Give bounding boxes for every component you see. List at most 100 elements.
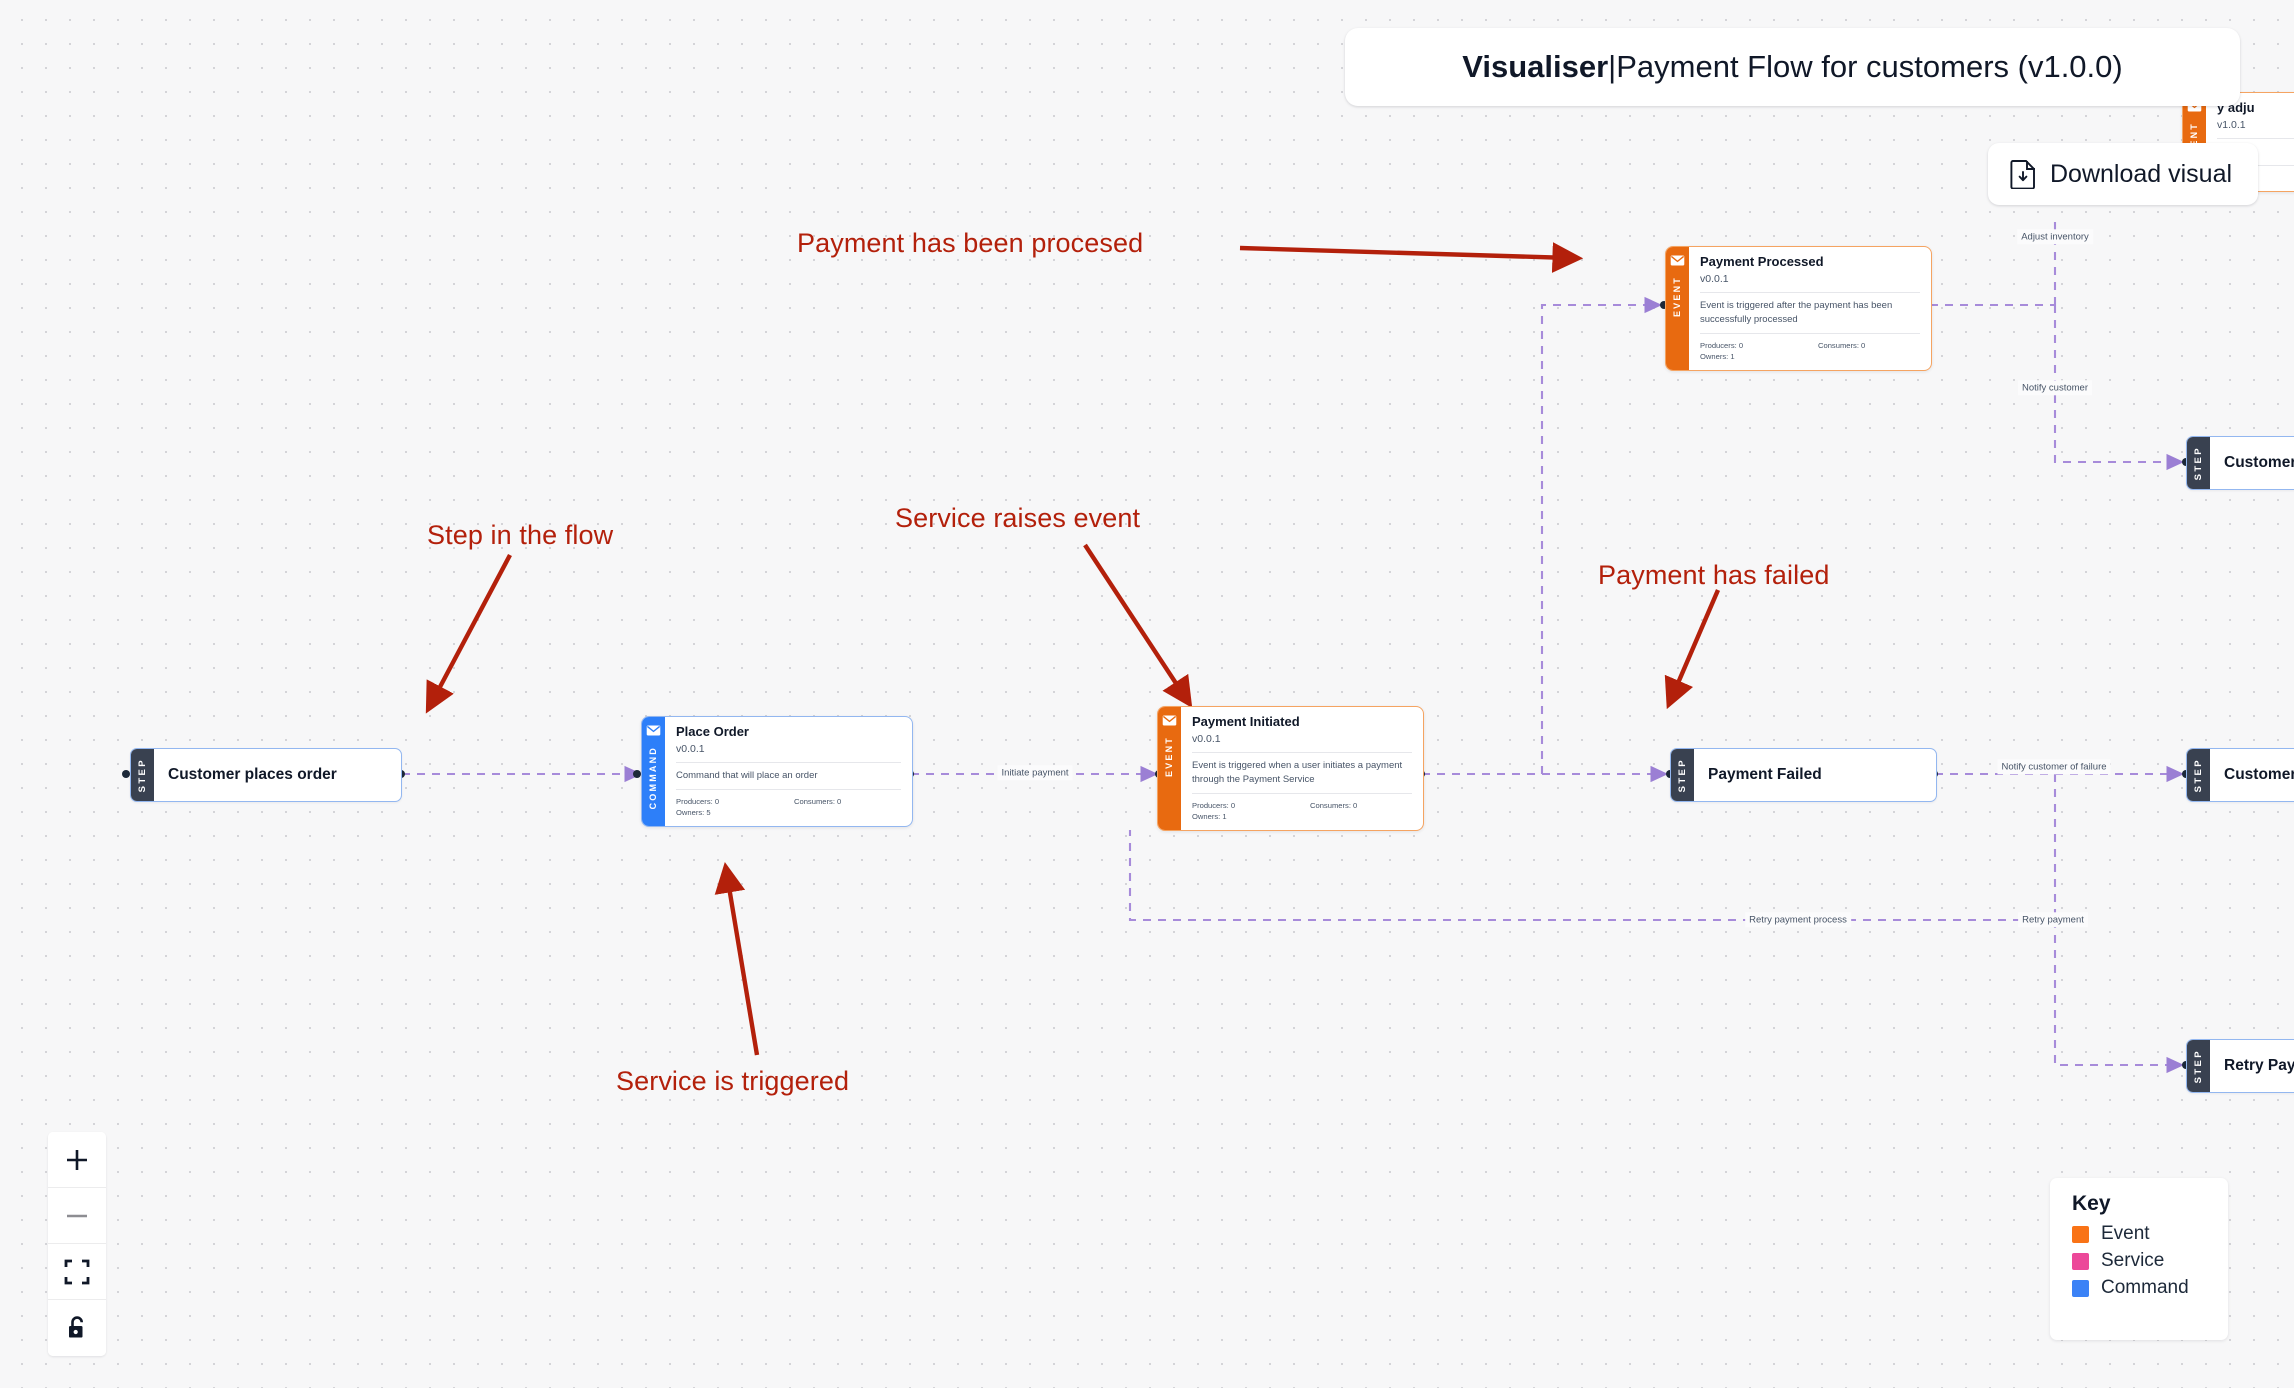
key-legend-card: Key Event Service Command (2050, 1178, 2228, 1340)
lock-toggle-button[interactable] (48, 1300, 106, 1356)
divider (1192, 751, 1412, 753)
annotation-service-is-triggered: Service is triggered (616, 1066, 850, 1096)
edge-label-retry-payment: Retry payment (2018, 912, 2088, 928)
key-item-command: Command (2072, 1277, 2228, 1299)
producers-count: Producers: 0 (1700, 341, 1744, 351)
divider (2217, 137, 2294, 139)
annotation-service-raises-event: Service raises event (895, 503, 1141, 533)
step-rail: STEP (1671, 749, 1694, 801)
command-meta-row: Producers: 0 Consumers: 0 (676, 796, 901, 807)
file-download-icon (2010, 160, 2035, 189)
owners-count: Owners: 1 (1192, 812, 1227, 822)
step-title: Customer No (2224, 766, 2294, 783)
step-title: Payment Failed (1708, 766, 1822, 783)
event-version: v0.0.1 (1700, 273, 1729, 286)
minus-icon (67, 1214, 87, 1217)
annotation-payment-has-been-procesed: Payment has been procesed (797, 228, 1144, 258)
envelope-icon (1670, 255, 1685, 266)
command-description: Command that will place an order (676, 769, 818, 781)
node-step-customer-notified-top[interactable]: STEP Customer No (2186, 436, 2294, 490)
step-rail: STEP (2187, 1040, 2210, 1092)
step-rail-label: STEP (2192, 445, 2204, 481)
node-command-place-order[interactable]: COMMAND Place Order v0.0.1 Command that … (641, 716, 913, 828)
event-version: v1.0.1 (2217, 119, 2246, 132)
node-step-customer-notified-mid[interactable]: STEP Customer No (2186, 748, 2294, 802)
event-name: Payment Initiated (1192, 714, 1300, 729)
event-description: Event is triggered when a user initiates… (1192, 759, 1403, 786)
edge-label-notify-customer-of-failure: Notify customer of failure (1997, 759, 2111, 775)
edge-label-initiate-payment: Initiate payment (997, 765, 1073, 781)
producers-count: Producers: 0 (676, 797, 720, 807)
divider (1700, 333, 1920, 335)
event-meta-row: Producers: 0 Consumers: 0 (1700, 340, 1920, 351)
annotation-step-in-the-flow: Step in the flow (427, 520, 614, 550)
event-rail: EVENT (1158, 707, 1181, 831)
node-step-payment-failed[interactable]: STEP Payment Failed (1670, 748, 1937, 802)
owners-count: Owners: 1 (1700, 352, 1735, 362)
step-rail-label: STEP (2192, 1048, 2204, 1084)
key-label-event: Event (2101, 1223, 2150, 1244)
step-rail-label: STEP (1676, 757, 1688, 793)
key-label-command: Command (2101, 1277, 2189, 1298)
consumers-count: Consumers: 0 (1818, 341, 1866, 351)
node-step-retry-payment[interactable]: STEP Retry Payme (2186, 1039, 2294, 1093)
command-name: Place Order (676, 724, 749, 739)
visualiser-brand: Visualiser (1462, 49, 1609, 84)
event-version: v0.0.1 (1192, 733, 1221, 746)
event-description: Event is triggered after the payment has… (1700, 299, 1893, 326)
zoom-out-button[interactable] (48, 1188, 106, 1244)
title-separator: | (1608, 49, 1617, 84)
download-visual-button[interactable]: Download visual (1988, 143, 2259, 205)
command-rail: COMMAND (642, 717, 665, 827)
fit-view-icon (64, 1259, 90, 1284)
key-item-event: Event (2072, 1223, 2228, 1245)
key-label-service: Service (2101, 1250, 2165, 1271)
command-rail-label: COMMAND (648, 746, 658, 810)
zoom-controls (48, 1132, 106, 1356)
download-visual-label: Download visual (2050, 159, 2233, 188)
command-color-swatch (2072, 1279, 2089, 1297)
consumers-count: Consumers: 0 (794, 797, 842, 807)
event-color-swatch (2072, 1225, 2089, 1243)
visualiser-flow-title: Payment Flow for customers (v1.0.0) (1616, 49, 2123, 84)
step-rail-label: STEP (136, 757, 148, 793)
owners-count: Owners: 5 (676, 808, 711, 818)
producers-count: Producers: 0 (1192, 801, 1236, 811)
event-rail-label: EVENT (1672, 276, 1682, 318)
node-step-customer-places-order[interactable]: STEP Customer places order (130, 748, 402, 802)
divider (676, 761, 901, 763)
step-title: Retry Payme (2224, 1057, 2294, 1074)
consumers-count: Consumers: 0 (1310, 801, 1358, 811)
divider (1192, 793, 1412, 795)
divider (1700, 291, 1920, 293)
event-rail-label: EVENT (1164, 736, 1174, 778)
unlock-icon (69, 1316, 83, 1338)
fit-view-button[interactable] (48, 1244, 106, 1300)
key-title: Key (2072, 1192, 2111, 1215)
node-event-payment-processed[interactable]: EVENT Payment Processed v0.0.1 Event is … (1665, 246, 1932, 372)
edge-label-adjust-inventory: Adjust inventory (2017, 229, 2093, 245)
event-meta-row: Producers: 0 Consumers: 0 (1192, 800, 1412, 811)
service-color-swatch (2072, 1252, 2089, 1270)
node-event-payment-initiated[interactable]: EVENT Payment Initiated v0.0.1 Event is … (1157, 706, 1424, 832)
step-title: Customer No (2224, 454, 2294, 471)
event-name: Payment Processed (1700, 254, 1824, 269)
key-item-service: Service (2072, 1250, 2228, 1272)
step-title: Customer places order (168, 766, 337, 783)
command-owners-row: Owners: 5 (676, 807, 901, 818)
step-rail-label: STEP (2192, 757, 2204, 793)
envelope-icon (1162, 715, 1177, 726)
event-owners-row: Owners: 1 (1700, 351, 1920, 362)
step-rail: STEP (2187, 749, 2210, 801)
zoom-in-button[interactable] (48, 1132, 106, 1188)
event-rail: EVENT (1666, 247, 1689, 371)
step-rail: STEP (131, 749, 154, 801)
event-owners-row: Owners: 1 (1192, 811, 1412, 822)
edge-label-retry-payment-process: Retry payment process (1745, 912, 1851, 928)
plus-icon (67, 1149, 87, 1170)
command-version: v0.0.1 (676, 743, 705, 756)
divider (676, 789, 901, 791)
envelope-icon (646, 725, 661, 736)
step-rail: STEP (2187, 437, 2210, 489)
